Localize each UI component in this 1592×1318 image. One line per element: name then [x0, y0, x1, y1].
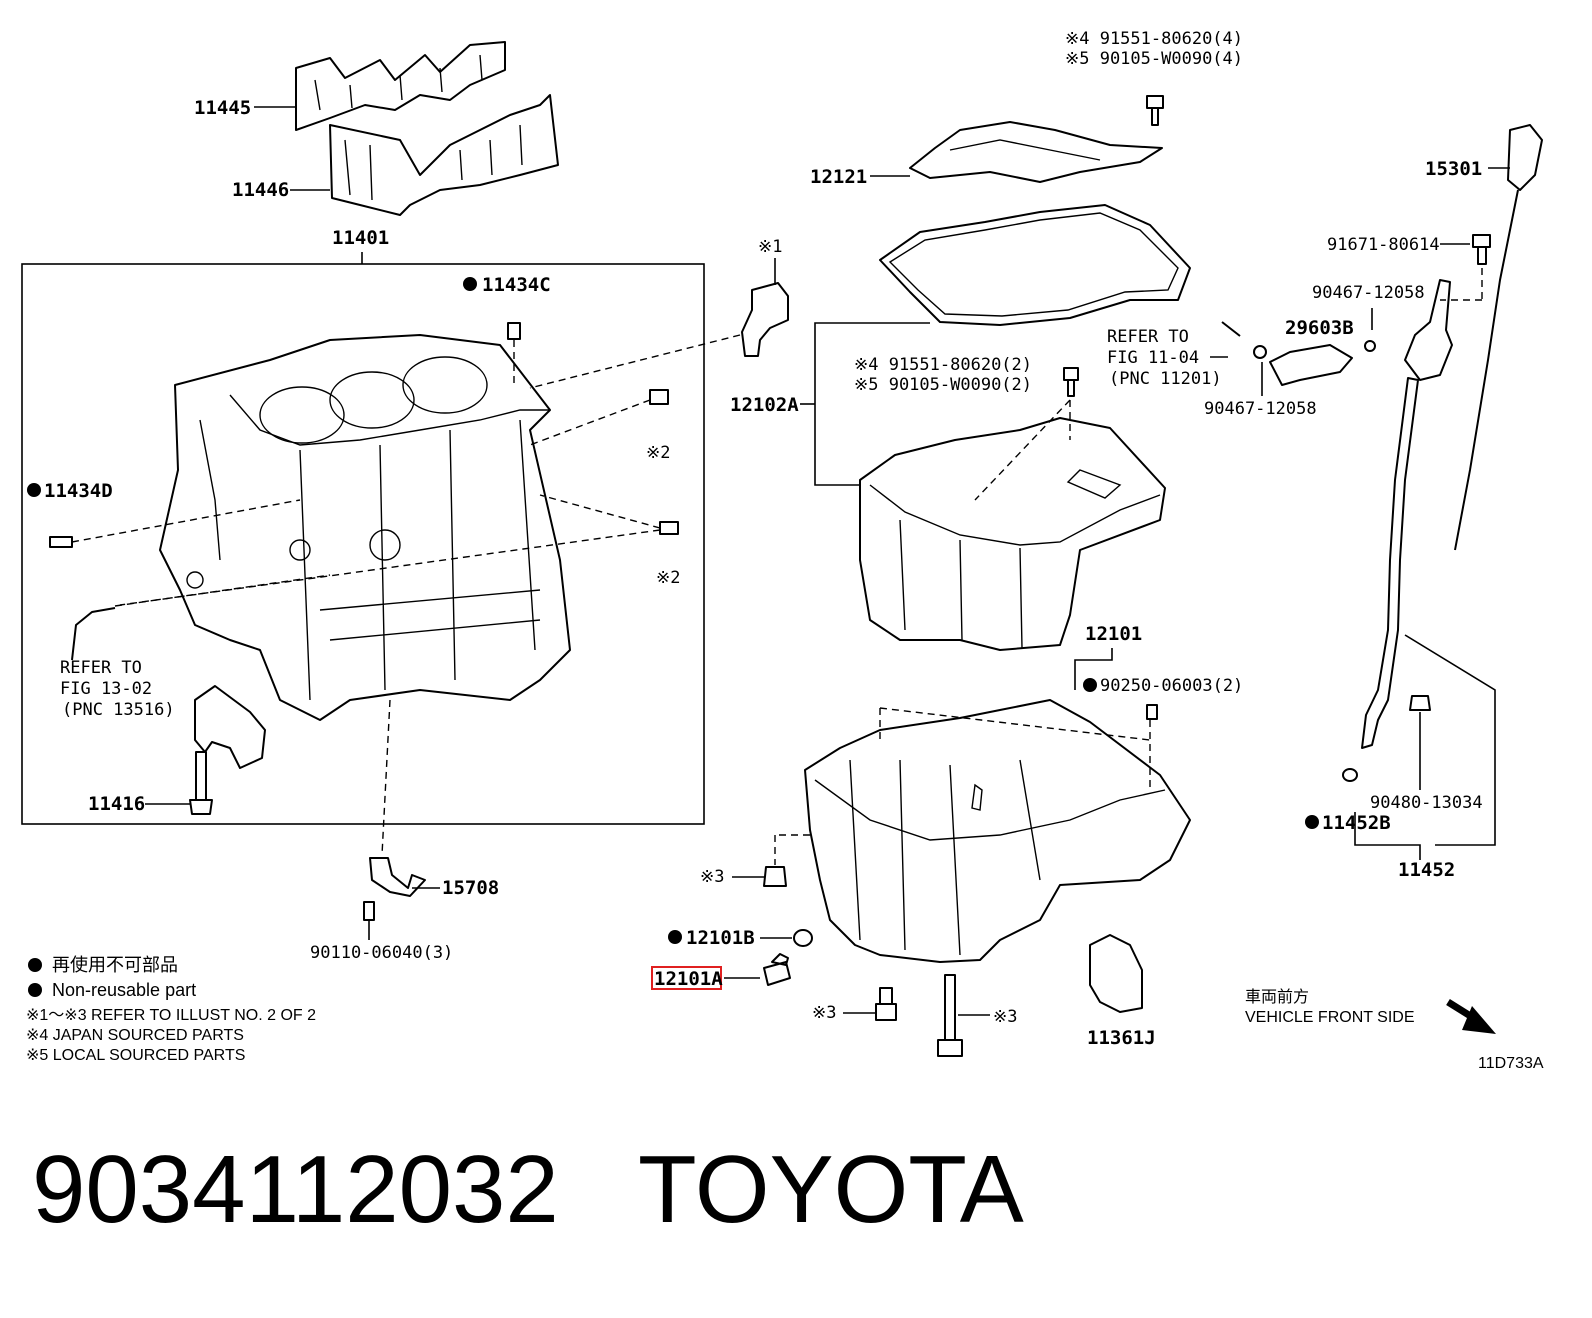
pipe-13516-drawing [71, 607, 116, 661]
caption-part-number: 9034112032 [32, 1136, 559, 1243]
gasket-12101B-drawing [793, 929, 813, 947]
pipe-15708-drawing [369, 857, 426, 897]
vehicle-front-en: VEHICLE FRONT SIDE [1245, 1009, 1415, 1026]
bolt-note3-center-drawing [875, 987, 897, 1021]
part-label-11445[interactable]: 11445 [194, 97, 251, 119]
part-label-90110-06040[interactable]: 90110-06040(3) [310, 943, 453, 963]
part-label-90467-12058-lower[interactable]: 90467-12058 [1204, 399, 1317, 419]
note-marker-2-upper: ※2 [646, 443, 670, 463]
note-marker-3-center: ※3 [812, 1003, 836, 1023]
bolt-91671-drawing [1472, 234, 1491, 265]
part-label-12121[interactable]: 12121 [810, 166, 867, 188]
clip-right-drawing [1364, 340, 1376, 352]
part-label-90480-13034[interactable]: 90480-13034 [1370, 793, 1483, 813]
dowel-upper-drawing [649, 389, 669, 405]
ref-fig-11-04-line2: FIG 11-04 [1107, 348, 1199, 368]
highlight-box-12101A [651, 966, 722, 990]
legend-line-note4: ※4 JAPAN SOURCED PARTS [26, 1027, 244, 1044]
bolt-top-local: ※5 90105-W0090(4) [1065, 49, 1243, 69]
caption-brand: TOYOTA [638, 1136, 1024, 1243]
upper-oil-pan-12102A-drawing [859, 417, 1166, 651]
part-label-11452[interactable]: 11452 [1398, 859, 1455, 881]
dowel-11434C-drawing [507, 322, 521, 340]
bolt-mid-drawing [1063, 367, 1079, 397]
guide-bracket-drawing [1404, 279, 1453, 381]
part-label-11434C[interactable]: 11434C [482, 274, 551, 296]
note-marker-3-right: ※3 [993, 1007, 1017, 1027]
stud-note3-right-drawing [937, 974, 963, 1057]
hose-end-drawing [1221, 321, 1241, 337]
cover-11361J-drawing [1089, 934, 1143, 1013]
ref-fig-11-04-line1: REFER TO [1107, 327, 1189, 347]
insulator-11446-drawing [329, 94, 559, 216]
ref-fig-13-02-line3: (PNC 13516) [62, 700, 175, 720]
bearing-cap-drawing [194, 685, 266, 769]
part-label-11434D[interactable]: 11434D [44, 480, 113, 502]
part-label-15708[interactable]: 15708 [442, 877, 499, 899]
bolt-top-japan: ※4 91551-80620(4) [1065, 29, 1243, 49]
vehicle-front-jp: 車両前方 [1245, 988, 1309, 1006]
insulator-11445-drawing [295, 41, 506, 131]
guide-tube-drawing [1361, 377, 1419, 749]
illustration-id: 11D733A [1478, 1055, 1544, 1072]
drain-plug-12101A-drawing [763, 953, 791, 986]
baffle-12121-drawing [909, 121, 1163, 183]
part-label-90467-12058-upper[interactable]: 90467-12058 [1312, 283, 1425, 303]
plug-90480-drawing [1409, 695, 1431, 711]
cylinder-block-drawing [159, 334, 571, 721]
ref-fig-13-02-line2: FIG 13-02 [60, 679, 152, 699]
dowel-lower-drawing [659, 521, 679, 535]
part-label-11416[interactable]: 11416 [88, 793, 145, 815]
legend-line-note1-3: ※1～※3 REFER TO ILLUST NO. 2 OF 2 [26, 1007, 316, 1024]
bolt-mid-local: ※5 90105-W0090(2) [854, 375, 1032, 395]
legend-line-jp: 再使用不可部品 [52, 955, 178, 975]
gasket-drawing [879, 204, 1191, 326]
ref-fig-11-04-line3: (PNC 11201) [1109, 369, 1222, 389]
bolt-top-drawing [1146, 95, 1164, 126]
part-label-11452B[interactable]: 11452B [1322, 812, 1391, 834]
part-label-91671-80614[interactable]: 91671-80614 [1327, 235, 1440, 255]
oring-11452B-drawing [1342, 768, 1358, 782]
part-label-12101[interactable]: 12101 [1085, 623, 1142, 645]
dipstick-handle-drawing [1507, 124, 1543, 191]
clip-left-drawing [1253, 345, 1267, 359]
dipstick-drawing [1454, 189, 1519, 551]
bolt-mid-japan: ※4 91551-80620(2) [854, 355, 1032, 375]
part-label-90250-06003[interactable]: 90250-06003(2) [1100, 676, 1243, 696]
nut-note3-drawing [763, 866, 787, 887]
hose-29603B-drawing [1269, 344, 1353, 386]
note-marker-2-lower: ※2 [656, 568, 680, 588]
part-label-15301[interactable]: 15301 [1425, 158, 1482, 180]
part-label-29603B[interactable]: 29603B [1285, 317, 1354, 339]
bolt-90110-drawing [363, 901, 375, 921]
bolt-11416-drawing [189, 751, 213, 815]
legend-line-note5: ※5 LOCAL SOURCED PARTS [26, 1047, 245, 1064]
part-label-12101A[interactable]: 12101A [654, 968, 723, 990]
note-marker-3-left: ※3 [700, 867, 724, 887]
part-label-11361J[interactable]: 11361J [1087, 1027, 1156, 1049]
part-label-12101B[interactable]: 12101B [686, 927, 755, 949]
part-label-11446[interactable]: 11446 [232, 179, 289, 201]
ref-fig-13-02-line1: REFER TO [60, 658, 142, 678]
lower-oil-pan-12101-drawing [804, 699, 1191, 963]
front-arrow-icon [1446, 999, 1496, 1034]
block-assembly-frame [21, 263, 705, 825]
legend-line-nonreusable: Non-reusable part [52, 980, 196, 1000]
note-marker-1: ※1 [758, 237, 782, 257]
dowel-90250-drawing [1146, 704, 1158, 720]
bracket-drawing [741, 282, 789, 357]
part-label-11401[interactable]: 11401 [332, 227, 389, 249]
part-label-12102A[interactable]: 12102A [730, 394, 799, 416]
dowel-11434D-drawing [49, 536, 73, 548]
